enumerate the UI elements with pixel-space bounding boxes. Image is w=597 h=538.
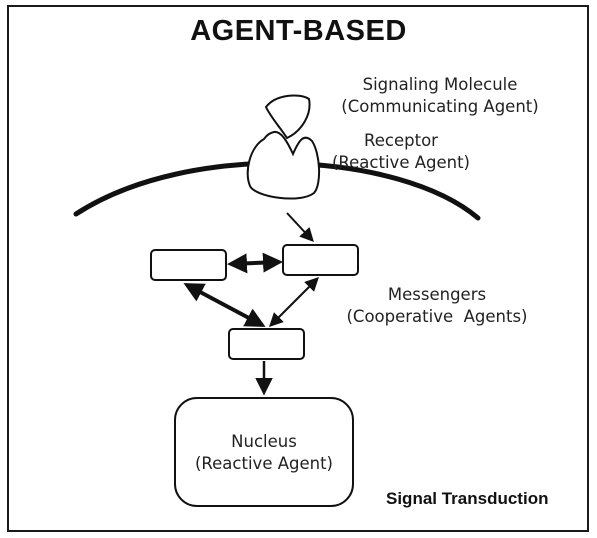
messenger-box-left (150, 249, 227, 281)
signaling-molecule-shape (264, 94, 311, 140)
nucleus-box (174, 397, 354, 507)
diagram-title: AGENT-BASED (190, 15, 407, 47)
receptor-label: Receptor (Reactive Agent) (316, 130, 486, 174)
signaling-molecule-label: Signaling Molecule (Communicating Agent) (335, 74, 545, 118)
messengers-role: (Cooperative Agents) (346, 307, 528, 326)
receptor-name: Receptor (364, 131, 438, 150)
arrow-messenger-left-right (227, 252, 283, 274)
messengers-name: Messengers (387, 285, 487, 304)
receptor-role: (Reactive Agent) (332, 153, 470, 172)
signal-transduction-caption: Signal Transduction (386, 489, 549, 508)
nucleus-role: (Reactive Agent) (195, 454, 333, 473)
messenger-box-right (282, 244, 359, 276)
arrow-right-to-bottom (269, 277, 319, 327)
messengers-label: Messengers (Cooperative Agents) (330, 284, 544, 328)
nucleus-name: Nucleus (231, 432, 297, 451)
arrow-receptor-to-messenger (286, 212, 314, 243)
arrow-left-to-bottom (183, 283, 266, 327)
nucleus-label: Nucleus (Reactive Agent) (175, 431, 353, 475)
receptor-shape (246, 130, 320, 200)
signaling-molecule-name: Signaling Molecule (362, 75, 518, 94)
signaling-molecule-role: (Communicating Agent) (341, 97, 539, 116)
messenger-box-bottom (228, 328, 305, 360)
